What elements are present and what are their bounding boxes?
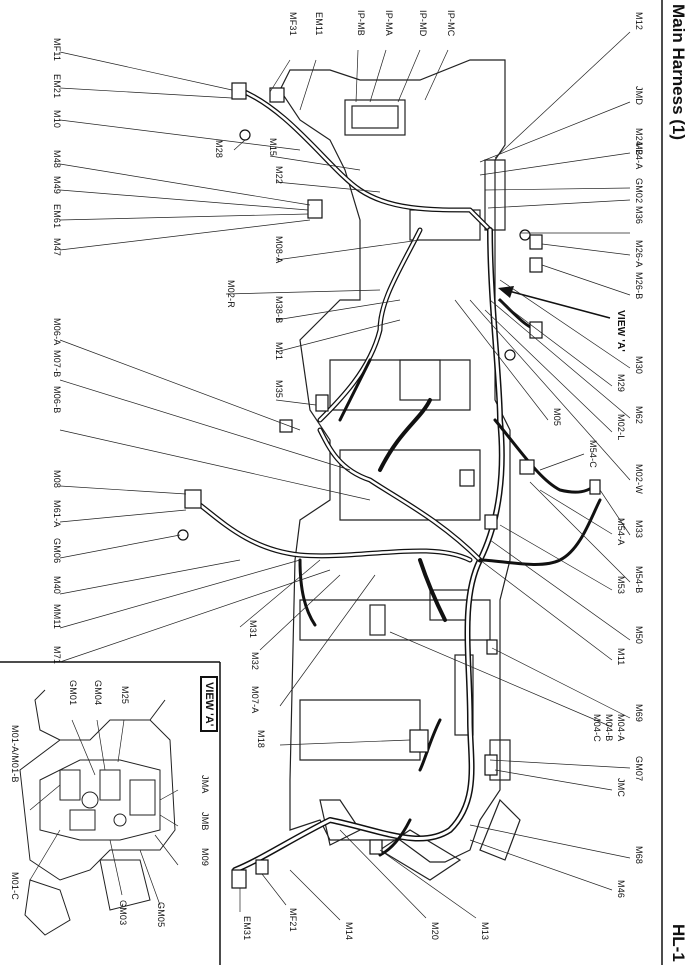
label-ip-md: IP-MD bbox=[418, 10, 428, 37]
label-m28: M28 bbox=[214, 140, 224, 159]
label-m40: M40 bbox=[52, 576, 62, 595]
label-m08: M08 bbox=[52, 470, 62, 489]
label-m38b: M38-B bbox=[274, 296, 284, 324]
label-m69: M69 bbox=[634, 704, 644, 723]
label-m02r: M02-R bbox=[226, 280, 236, 309]
label-m36: M36 bbox=[634, 206, 644, 225]
label-m29: M29 bbox=[616, 374, 626, 393]
label-gm06: GM06 bbox=[52, 538, 62, 564]
label-m31: M31 bbox=[248, 620, 258, 639]
inset-label-gm05: GM05 bbox=[156, 902, 166, 928]
label-m07a: M07-A bbox=[250, 686, 260, 714]
label-mf21: MF21 bbox=[288, 908, 298, 932]
label-m04b: M04-B bbox=[604, 714, 614, 742]
inset-title: VIEW 'A' bbox=[200, 676, 218, 733]
label-m49: M49 bbox=[52, 176, 62, 195]
label-m26a: M26-A bbox=[634, 240, 644, 268]
label-m14: M14 bbox=[344, 922, 354, 941]
label-m22: M22 bbox=[274, 166, 284, 185]
label-gm02: GM02 bbox=[634, 178, 644, 204]
label-ip-mc: IP-MC bbox=[446, 10, 456, 37]
label-m21: M21 bbox=[274, 342, 284, 361]
label-m71: M71 bbox=[52, 646, 62, 665]
inset-label-m25: M25 bbox=[120, 686, 130, 705]
inset-label-m09: M09 bbox=[200, 848, 210, 867]
label-m04c: M04-C bbox=[592, 714, 602, 743]
label-m24a: M24-A bbox=[634, 142, 644, 170]
inset-label-m01c: M01-C bbox=[10, 872, 20, 901]
label-m35: M35 bbox=[274, 380, 284, 399]
inset-label-m01a-m01b: M01-A/M01-B bbox=[10, 725, 20, 783]
label-mm11: MM11 bbox=[52, 604, 62, 630]
label-mf31: MF31 bbox=[288, 12, 298, 36]
label-m04a: M04-A bbox=[616, 714, 626, 742]
label-m53: M53 bbox=[616, 576, 626, 595]
label-m10: M10 bbox=[52, 110, 62, 129]
label-m05: M05 bbox=[552, 408, 562, 427]
label-em61: EM61 bbox=[52, 204, 62, 229]
label-m62: M62 bbox=[634, 406, 644, 425]
label-m12: M12 bbox=[634, 12, 644, 31]
label-m02w: M02-W bbox=[634, 464, 644, 494]
label-m32: M32 bbox=[250, 652, 260, 671]
label-m20: M20 bbox=[430, 922, 440, 941]
label-m18: M18 bbox=[256, 730, 266, 749]
label-m47: M47 bbox=[52, 238, 62, 257]
label-m46: M46 bbox=[616, 880, 626, 899]
inset-label-jmb: JMB bbox=[200, 812, 210, 831]
label-m08a: M08-A bbox=[274, 236, 284, 264]
label-m61a: M61-A bbox=[52, 500, 62, 528]
label-m54c: M54-C bbox=[588, 440, 598, 469]
label-m02l: M02-L bbox=[616, 414, 626, 441]
inset-label-jma: JMA bbox=[200, 775, 210, 794]
label-gm07: GM07 bbox=[634, 756, 644, 782]
label-m11: M11 bbox=[616, 648, 626, 666]
label-m06a: M06-A bbox=[52, 318, 62, 346]
label-jmc: JMC bbox=[616, 778, 626, 798]
label-ip-mb: IP-MB bbox=[356, 10, 366, 37]
label-em11: EM11 bbox=[314, 12, 324, 36]
label-m50: M50 bbox=[634, 626, 644, 645]
inset-label-gm01: GM01 bbox=[68, 680, 78, 706]
label-m48: M48 bbox=[52, 150, 62, 169]
label-mf11: MF11 bbox=[52, 38, 62, 62]
label-m26b: M26-B bbox=[634, 272, 644, 300]
label-m30: M30 bbox=[634, 356, 644, 375]
label-ip-ma: IP-MA bbox=[384, 10, 394, 37]
label-m54a: M54-A bbox=[616, 518, 626, 546]
label-m15: M15 bbox=[268, 138, 278, 157]
view-a-marker: VIEW 'A' bbox=[615, 310, 626, 352]
label-m06b: M06-B bbox=[52, 386, 62, 414]
label-m68: M68 bbox=[634, 846, 644, 865]
label-m13: M13 bbox=[480, 922, 490, 941]
label-m07b: M07-B bbox=[52, 350, 62, 378]
label-jmd: JMD bbox=[634, 86, 644, 106]
label-m54b: M54-B bbox=[634, 566, 644, 594]
label-em21: EM21 bbox=[52, 74, 62, 99]
label-em31: EM31 bbox=[242, 916, 252, 941]
inset-label-gm03: GM03 bbox=[118, 900, 128, 926]
label-m33: M33 bbox=[634, 520, 644, 539]
inset-label-gm04: GM04 bbox=[93, 680, 103, 706]
